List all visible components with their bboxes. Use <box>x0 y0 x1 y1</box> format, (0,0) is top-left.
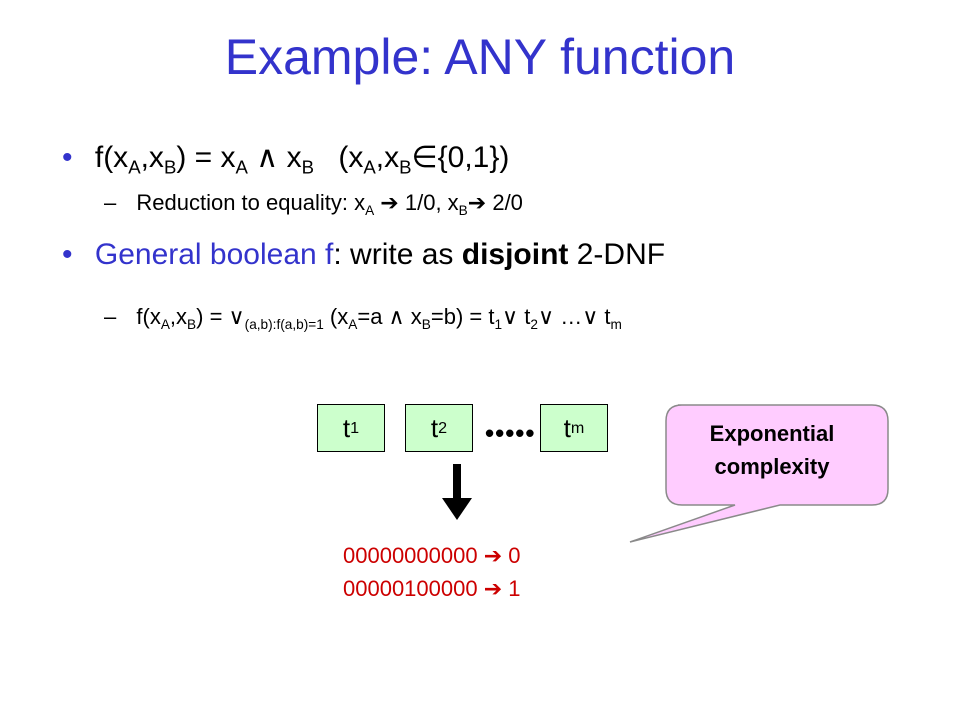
bullet-marker: • <box>62 238 73 271</box>
ellipsis-dots: ••••• <box>485 418 536 448</box>
sub-bullet-2: – f(xA,xB) = ∨(a,b):f(a,b)=1 (xA=a ∧ xB=… <box>104 304 622 332</box>
down-arrow-icon <box>442 464 472 520</box>
big-or-symbol: ∨ <box>228 304 245 329</box>
output-row-1: 00000100000 ➔ 1 <box>343 576 521 601</box>
emphasis-disjoint: disjoint <box>461 238 569 271</box>
speech-callout <box>629 404 889 543</box>
arrow-icon: ➔ <box>483 576 503 601</box>
dash-marker: – <box>104 190 117 215</box>
arrow-icon: ➔ <box>380 190 399 215</box>
sub-bullet-1: – Reduction to equality: xA ➔ 1/0, xB➔ 2… <box>104 190 523 218</box>
element-of-symbol: ∈ <box>411 141 438 174</box>
slide-title: Example: ANY function <box>224 29 736 85</box>
arrow-icon: ➔ <box>467 190 487 215</box>
bullet-marker: • <box>62 141 73 174</box>
arrow-icon: ➔ <box>483 543 503 568</box>
callout-text: Exponential complexity <box>709 421 835 479</box>
dash-marker: – <box>104 304 117 329</box>
output-row-0: 00000000000 ➔ 0 <box>343 543 521 568</box>
and-symbol: ∧ <box>256 141 279 174</box>
bullet-1: • f(xA,xB) = xA ∧ xB (xA,xB∈{0,1}) <box>62 141 510 178</box>
bullet-2: • General boolean f: write as disjoint 2… <box>62 238 666 271</box>
